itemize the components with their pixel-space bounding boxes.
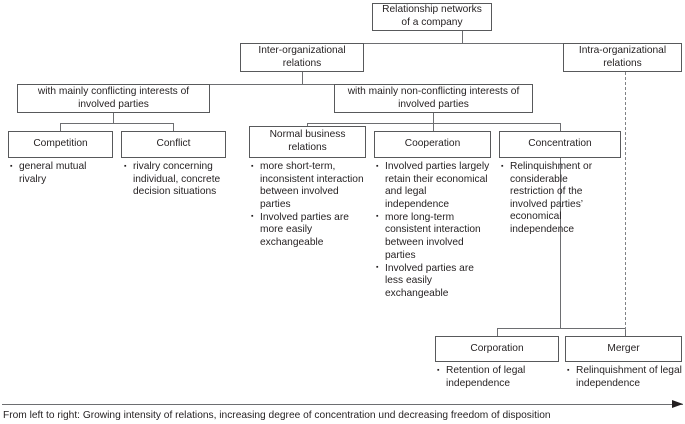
bullet-list: more short-term, inconsistent interactio… [251,160,364,250]
node-line1: Merger [607,342,640,354]
bullets-concentration: Relinquishment or considerable restricti… [501,161,613,237]
connector-to-cooperation [433,123,434,131]
node-corporation[interactable]: Corporation [435,336,559,362]
node-line1: with mainly non-conflicting interests of [347,85,520,97]
connector-conflicting-stem [113,113,114,123]
node-line1: Inter-organizational [258,44,346,56]
list-item: general mutual rivalry [10,160,114,186]
node-line2: relations [282,57,322,69]
list-item: Involved parties are less easily exchang… [376,262,491,301]
connector-root-bus [302,43,626,44]
connector-to-concentration [560,123,561,131]
bullets-corporation: Retention of legal independence [437,364,557,391]
bullets-conflict: rivalry concerning individual, concrete … [124,161,234,199]
node-line1: Cooperation [404,138,461,150]
node-competition[interactable]: Competition [8,131,113,158]
node-line2: relations [603,57,642,69]
list-item: rivalry concerning individual, concrete … [124,161,234,199]
list-item: Relinquishment or considerable restricti… [501,161,613,237]
node-line2: of a company [401,17,463,28]
node-line1: Intra-organizational [578,44,667,56]
list-item: more long-term consistent interaction be… [376,211,491,262]
bullet-list: rivalry concerning individual, concrete … [124,161,234,199]
bullets-cooperation: Involved parties largely retain their ec… [376,160,491,301]
node-conflict[interactable]: Conflict [121,131,226,158]
bullet-list: general mutual rivalry [10,160,114,186]
connector-to-competition [60,123,61,131]
node-non-conflicting-interests[interactable]: with mainly non-conflicting interests of… [334,84,533,113]
list-item: more short-term, inconsistent interactio… [251,160,364,211]
node-line1: Conflict [156,138,191,150]
node-line2: relations [288,142,327,153]
node-line1: Corporation [470,342,524,354]
bullet-list: Relinquishment or considerable restricti… [501,161,613,237]
node-line2: involved parties [78,98,149,110]
footer-caption: From left to right: Growing intensity of… [3,410,551,421]
node-line1: Concentration [528,138,592,150]
node-cooperation[interactable]: Cooperation [374,131,491,158]
bullets-merger: Relinquishment of legal independence [567,364,683,391]
bullet-list: Retention of legal independence [437,364,557,390]
bullets-normal-business-relations: more short-term, inconsistent interactio… [251,160,364,250]
connector-inter-bus [113,84,433,85]
node-line2: involved parties [398,98,469,110]
connector-conflicting-bus [60,123,173,124]
connector-to-conflict [173,123,174,131]
node-line1: Normal business [269,129,346,141]
node-merger[interactable]: Merger [565,336,682,362]
connector-concentration-stem [560,158,561,328]
node-line1: with mainly conflicting interests of [37,85,190,97]
list-item: Involved parties largely retain their ec… [376,160,491,211]
connector-inter-stem [302,72,303,84]
node-concentration[interactable]: Concentration [499,131,621,158]
connector-nonconflicting-stem [433,113,434,123]
bullets-competition: general mutual rivalry [10,160,114,187]
connector-bottom-bus [497,328,626,329]
connector-intra-dashed [625,72,626,330]
arrow-right-icon [672,399,683,408]
connector-to-merger [625,328,626,336]
node-line1: Competition [33,138,88,150]
connector-root-stem [462,31,463,43]
list-item: Relinquishment of legal independence [567,364,683,390]
list-item: Involved parties are more easily exchang… [251,211,364,250]
node-line1: Relationship networks [382,4,482,16]
connector-to-corporation [497,328,498,336]
footer-arrow-line [2,404,683,405]
list-item: Retention of legal independence [437,364,557,390]
bullet-list: Relinquishment of legal independence [567,364,683,390]
bullet-list: Involved parties largely retain their ec… [376,160,491,301]
